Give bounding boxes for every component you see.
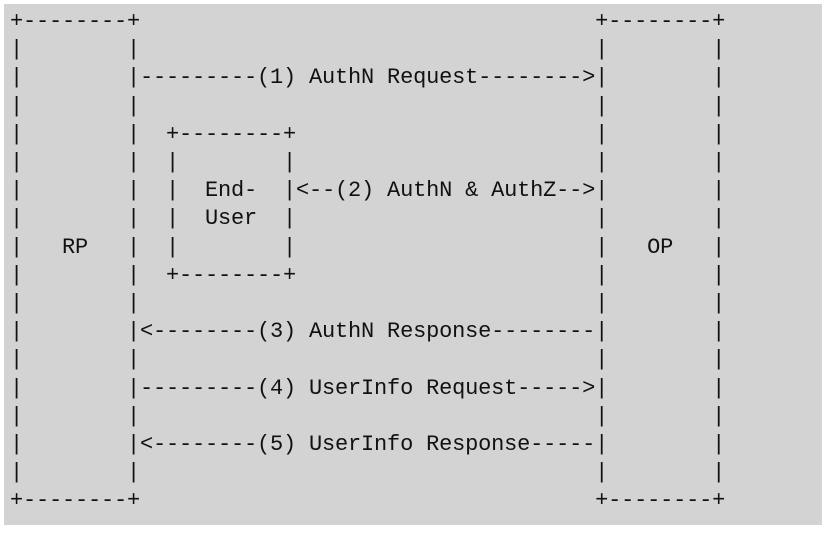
diagram-line: | | | | [10,37,726,63]
diagram-line-rp-op: | RP | | | | OP | [10,234,726,260]
diagram-line: | | | | [10,460,726,486]
diagram-line: | | | | [10,291,726,317]
diagram-line-authn-authz: | | | End- |<--(2) AuthN & AuthZ-->| | [10,178,726,204]
diagram-line-userinfo-response: | |<--------(5) UserInfo Response-----| … [10,432,726,458]
diagram-line: | | | | | | [10,150,726,176]
diagram-line: +--------+ +--------+ [10,488,726,514]
diagram-line: | | | | [10,93,726,119]
diagram-line-authn-response: | |<--------(3) AuthN Response--------| … [10,319,726,345]
diagram-line-userinfo-request: | |---------(4) UserInfo Request----->| … [10,375,726,401]
diagram-line-end-user: | | | User | | | [10,206,726,232]
diagram-line: | | +--------+ | | [10,262,726,288]
diagram-line: | | +--------+ | | [10,121,726,147]
ascii-diagram: +--------+ +--------+ | | | | | |-------… [10,8,725,516]
diagram-line: | | | | [10,347,726,373]
diagram-line: +--------+ +--------+ [10,9,726,34]
diagram-panel: +--------+ +--------+ | | | | | |-------… [4,4,822,525]
diagram-line-authn-request: | |---------(1) AuthN Request-------->| … [10,65,726,91]
diagram-line: | | | | [10,403,726,429]
